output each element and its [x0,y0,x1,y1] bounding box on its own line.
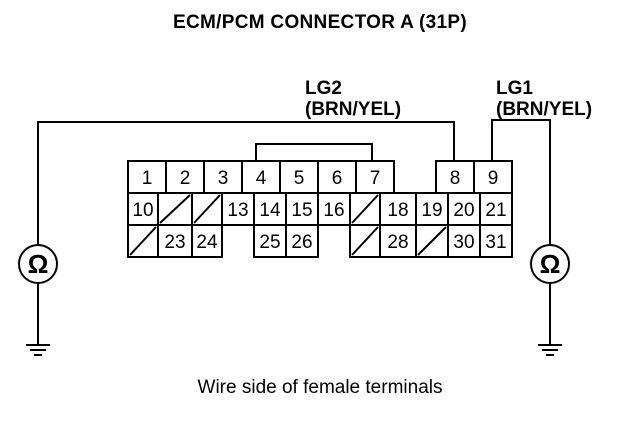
terminal-number: 1 [142,168,153,189]
lg1-probe-wire [491,119,551,245]
unused-cavity-mark [351,194,379,224]
unused-cavity-marks [129,194,447,256]
terminal-cell-18 [379,192,417,226]
terminal-cell-5 [279,160,319,194]
terminal-number: 16 [323,200,344,221]
lg1-label: LG1 (BRN/YEL) [496,78,592,120]
terminal-number: 10 [132,200,153,221]
terminal-number: 5 [294,168,305,189]
diagram-title: ECM/PCM CONNECTOR A (31P) [173,12,467,33]
ohm-symbol: Ω [540,249,561,279]
terminal-number: 4 [256,168,267,189]
unused-cavity-mark [159,194,191,224]
terminal-number: 9 [488,168,499,189]
ohm-symbol: Ω [28,249,49,279]
lg2-name: LG2 [305,78,342,99]
terminal-cell-26 [285,224,319,258]
terminal-number: 25 [259,232,280,253]
terminal-number: 28 [387,232,408,253]
lg1-name: LG1 [496,78,533,99]
lg2-color: (BRN/YEL) [305,99,402,120]
lg2-label: LG2 (BRN/YEL) [305,78,401,120]
terminal-cell-24 [191,224,223,258]
terminal-number: 20 [453,200,474,221]
terminal-number: 30 [453,232,474,253]
terminal-cell-13 [221,192,255,226]
ohmmeter-icon: Ω [530,244,570,284]
ground-icon [26,344,50,356]
connector-body [127,160,513,258]
terminal-cell-16 [317,192,351,226]
terminal-cell-19 [415,192,449,226]
lg1-color: (BRN/YEL) [496,99,593,120]
terminal-number: 14 [259,200,281,221]
terminal-number: 19 [421,200,442,221]
terminal-numbers: 1 2 3 4 5 6 7 8 9 10 13 14 15 16 18 19 2… [132,168,506,253]
terminal-number: 21 [485,200,506,221]
terminal-cell-7 [355,160,395,194]
unused-cavity-mark [193,194,221,224]
terminal-number: 23 [164,232,185,253]
terminal-number: 26 [291,232,312,253]
terminal-number: 7 [370,168,381,189]
terminal-number: 24 [196,232,218,253]
ground-icon [538,344,562,356]
terminal-number: 13 [227,200,248,221]
terminal-cell-31 [479,224,513,258]
terminal-cell-6 [317,160,357,194]
terminal-number: 31 [485,232,506,253]
unused-cavity-mark [129,226,157,256]
probe-wires [37,119,551,345]
terminal-cell-23 [157,224,193,258]
terminal-number: 15 [291,200,312,221]
terminal-number: 18 [387,200,408,221]
connector-lock-tab [255,143,373,161]
terminal-number: 2 [180,168,191,189]
terminal-cell-9 [473,160,513,194]
terminal-number: 3 [218,168,229,189]
unused-cavity-mark [351,226,379,256]
terminal-number: 8 [450,168,461,189]
lg2-probe-wire [37,121,455,245]
diagram-caption: Wire side of female terminals [197,377,443,398]
unused-cavity-mark [417,226,447,256]
ohmmeter-icon: Ω [18,244,58,284]
terminal-cell-30 [447,224,481,258]
terminal-number: 6 [332,168,343,189]
